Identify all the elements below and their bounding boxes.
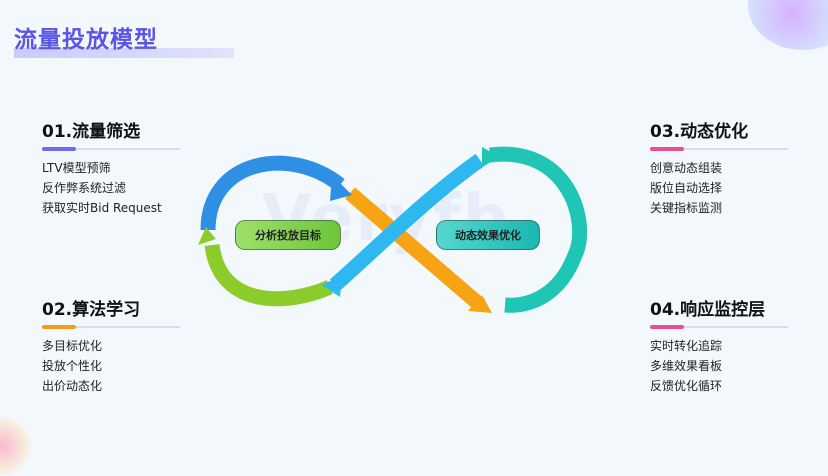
- arrowhead-orange: [468, 295, 492, 313]
- loop-segment-orange: [345, 187, 485, 311]
- block-dynamic-optimization: 03.动态优化 创意动态组装 版位自动选择 关键指标监测: [650, 117, 790, 218]
- loop-segment-green: [204, 243, 334, 307]
- block-heading: 01.流量筛选: [42, 122, 141, 142]
- block-item: 创意动态组装: [650, 161, 723, 175]
- block-item: 反馈优化循环: [650, 379, 723, 393]
- block-item: 出价动态化: [42, 379, 103, 393]
- block-algorithm-learning: 02.算法学习 多目标优化 投放个性化 出价动态化: [42, 295, 182, 396]
- infinity-loop-diagram: [198, 146, 588, 313]
- block-divider: [42, 147, 180, 151]
- block-divider: [42, 325, 180, 329]
- block-response-monitoring: 04.响应监控层 实时转化追踪 多维效果看板 反馈优化循环: [650, 295, 790, 396]
- corner-glow-bottom-left: [0, 416, 32, 476]
- arrowhead-green: [198, 227, 216, 245]
- block-divider: [650, 325, 788, 329]
- block-accent: [42, 325, 76, 329]
- block-heading: 04.响应监控层: [650, 300, 766, 320]
- label-dynamic-optimization: 动态效果优化: [436, 220, 540, 250]
- block-item: 反作弊系统过滤: [42, 181, 127, 195]
- block-traffic-filter: 01.流量筛选 LTV模型预筛 反作弊系统过滤 获取实时Bid Request: [42, 117, 182, 218]
- block-divider: [650, 147, 788, 151]
- block-accent: [42, 147, 76, 151]
- label-analyze-goals: 分析投放目标: [235, 220, 341, 250]
- block-heading: 02.算法学习: [42, 300, 141, 320]
- loop-segment-blue: [200, 155, 345, 231]
- block-heading: 03.动态优化: [650, 122, 749, 142]
- page-title-area: 流量投放模型: [14, 20, 234, 58]
- arrowhead-blue: [330, 175, 352, 201]
- block-item: 关键指标监测: [650, 201, 723, 215]
- block-item: 多维效果看板: [650, 359, 723, 373]
- block-item: 投放个性化: [42, 359, 103, 373]
- block-accent: [650, 325, 684, 329]
- page-title: 流量投放模型: [14, 27, 158, 53]
- loop-segment-cyan: [330, 153, 485, 291]
- title-underline-bar: [14, 48, 234, 58]
- loop-segment-teal: [489, 146, 588, 313]
- block-item: 多目标优化: [42, 339, 103, 353]
- block-item: 获取实时Bid Request: [42, 201, 162, 215]
- arrowhead-cyan: [322, 275, 342, 297]
- block-item: LTV模型预筛: [42, 161, 111, 175]
- block-accent: [650, 147, 684, 151]
- arrowhead-teal: [482, 147, 500, 167]
- corner-glow-top-right: [748, 0, 828, 50]
- block-item: 版位自动选择: [650, 181, 723, 195]
- block-item: 实时转化追踪: [650, 339, 723, 353]
